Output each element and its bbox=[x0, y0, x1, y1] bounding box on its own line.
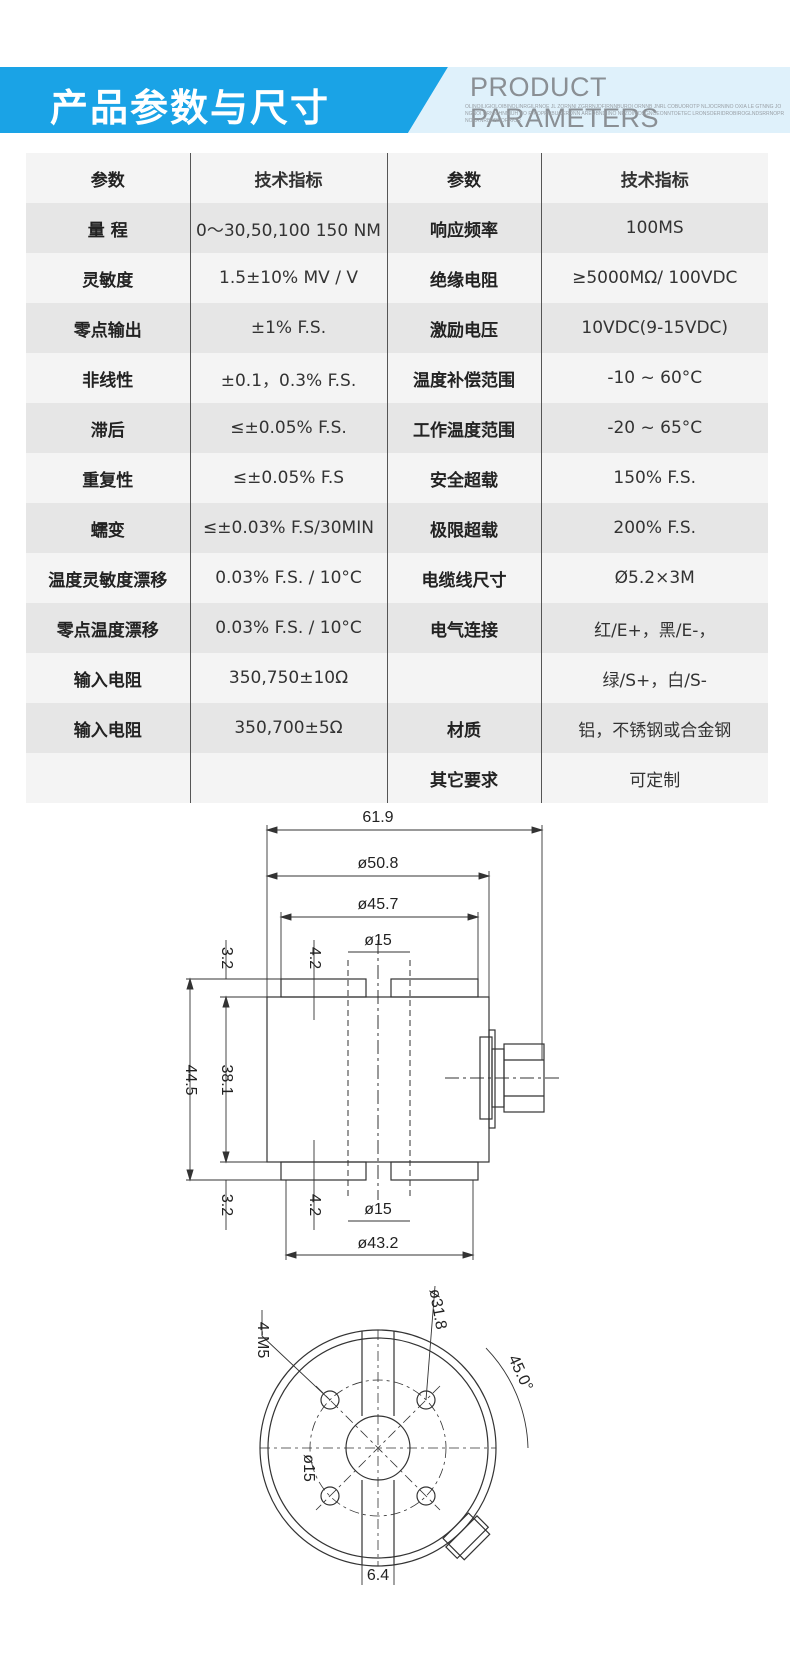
table-row: 零点输出 ±1% F.S. 激励电压 10VDC(9-15VDC) bbox=[26, 303, 768, 353]
dim-43-2: ø43.2 bbox=[358, 1235, 399, 1252]
param-name: 零点温度漂移 bbox=[26, 603, 191, 653]
page-title: 产品参数与尺寸 bbox=[50, 86, 331, 130]
table-row: 输入电阻 350,700±5Ω 材质 铝，不锈钢或合金钢 bbox=[26, 703, 768, 753]
table-header-row: 参数 技术指标 参数 技术指标 bbox=[26, 153, 768, 203]
page-subtitle-small: OLINOILIGIOLOIBINOLINRGILRNOE JL ZORNNI … bbox=[465, 104, 785, 124]
param-name: 滞后 bbox=[26, 403, 191, 453]
param-name: 温度灵敏度漂移 bbox=[26, 553, 191, 603]
connector-plate bbox=[488, 1029, 496, 1129]
param-value: 150% F.S. bbox=[541, 453, 768, 503]
param-value bbox=[190, 753, 388, 803]
table-row: 量 程 0～30,50,100 150 NM 响应频率 100MS bbox=[26, 203, 768, 253]
param-value: ≤±0.05% F.S bbox=[190, 453, 388, 503]
param-value: 100MS bbox=[541, 203, 768, 253]
dim-6-4: 6.4 bbox=[367, 1567, 389, 1584]
param-name: 温度补偿范围 bbox=[387, 353, 542, 403]
param-name bbox=[387, 653, 542, 703]
param-name: 非线性 bbox=[26, 353, 191, 403]
param-value: ±0.1，0.3% F.S. bbox=[190, 353, 388, 403]
param-name: 电气连接 bbox=[387, 603, 542, 653]
param-name: 极限超载 bbox=[387, 503, 542, 553]
param-name: 响应频率 bbox=[387, 203, 542, 253]
param-name bbox=[26, 753, 191, 803]
param-value: 10VDC(9-15VDC) bbox=[541, 303, 768, 353]
dim-50-8: ø50.8 bbox=[358, 855, 399, 872]
param-value: 350,700±5Ω bbox=[190, 703, 388, 753]
param-name: 输入电阻 bbox=[26, 653, 191, 703]
mount-hole bbox=[320, 1486, 340, 1506]
param-value: 200% F.S. bbox=[541, 503, 768, 553]
page-title-en: PRODUCT PARAMETERS bbox=[470, 72, 660, 133]
dim-15-top: ø15 bbox=[364, 932, 392, 949]
dim-3-2-top: 3.2 bbox=[218, 947, 235, 969]
dim-3-2-bottom: 3.2 bbox=[218, 1194, 235, 1216]
table-header-cell: 参数 bbox=[387, 153, 542, 203]
table-row: 输入电阻 350,750±10Ω 绿/S+，白/S- bbox=[26, 653, 768, 703]
dim-4-m5: 4-M5 bbox=[254, 1322, 271, 1359]
param-name: 零点输出 bbox=[26, 303, 191, 353]
dim-45-deg: 45.0° bbox=[504, 1352, 535, 1393]
table-row: 零点温度漂移 0.03% F.S. / 10°C 电气连接 红/E+，黑/E-， bbox=[26, 603, 768, 653]
table-row: 滞后 ≤±0.05% F.S. 工作温度范围 -20 ~ 65°C bbox=[26, 403, 768, 453]
mount-hole bbox=[416, 1390, 436, 1410]
param-value: Ø5.2×3M bbox=[541, 553, 768, 603]
table-header-cell: 参数 bbox=[26, 153, 191, 203]
param-value: 0～30,50,100 150 NM bbox=[190, 203, 388, 253]
param-name: 工作温度范围 bbox=[387, 403, 542, 453]
param-value: 绿/S+，白/S- bbox=[541, 653, 768, 703]
bottom-flange-right bbox=[390, 1161, 479, 1181]
dim-4-2-top: 4.2 bbox=[306, 947, 323, 969]
param-value: 铝，不锈钢或合金钢 bbox=[541, 703, 768, 753]
param-value: ≤±0.05% F.S. bbox=[190, 403, 388, 453]
param-name: 蠕变 bbox=[26, 503, 191, 553]
mount-hole bbox=[416, 1486, 436, 1506]
param-value: 0.03% F.S. / 10°C bbox=[190, 603, 388, 653]
parameters-table: 参数 技术指标 参数 技术指标 量 程 0～30,50,100 150 NM 响… bbox=[26, 153, 768, 803]
mount-hole bbox=[320, 1390, 340, 1410]
param-value: 可定制 bbox=[541, 753, 768, 803]
table-row: 非线性 ±0.1，0.3% F.S. 温度补偿范围 -10 ~ 60°C bbox=[26, 353, 768, 403]
param-value: 350,750±10Ω bbox=[190, 653, 388, 703]
dim-4-2-bottom: 4.2 bbox=[306, 1194, 323, 1216]
param-name: 重复性 bbox=[26, 453, 191, 503]
param-name: 输入电阻 bbox=[26, 703, 191, 753]
param-value: ≤±0.03% F.S/30MIN bbox=[190, 503, 388, 553]
param-value: ≥5000MΩ/ 100VDC bbox=[541, 253, 768, 303]
param-name: 绝缘电阻 bbox=[387, 253, 542, 303]
param-name: 安全超载 bbox=[387, 453, 542, 503]
param-value: ±1% F.S. bbox=[190, 303, 388, 353]
table-row: 灵敏度 1.5±10% MV / V 绝缘电阻 ≥5000MΩ/ 100VDC bbox=[26, 253, 768, 303]
param-value: -20 ~ 65°C bbox=[541, 403, 768, 453]
table-header-cell: 技术指标 bbox=[190, 153, 388, 203]
param-value: 0.03% F.S. / 10°C bbox=[190, 553, 388, 603]
dim-44-5: 44.5 bbox=[182, 1064, 199, 1095]
param-name: 电缆线尺寸 bbox=[387, 553, 542, 603]
dim-31-8: ø31.8 bbox=[426, 1288, 450, 1331]
header-banner bbox=[0, 67, 790, 133]
dim-38-1: 38.1 bbox=[218, 1064, 235, 1095]
table-row: 温度灵敏度漂移 0.03% F.S. / 10°C 电缆线尺寸 Ø5.2×3M bbox=[26, 553, 768, 603]
param-name: 其它要求 bbox=[387, 753, 542, 803]
bottom-flange-left bbox=[280, 1161, 367, 1181]
dim-45-7: ø45.7 bbox=[358, 896, 399, 913]
param-name: 灵敏度 bbox=[26, 253, 191, 303]
table-row: 其它要求 可定制 bbox=[26, 753, 768, 803]
dim-61-9: 61.9 bbox=[362, 809, 393, 826]
top-flange-left bbox=[280, 978, 367, 998]
table-header-cell: 技术指标 bbox=[541, 153, 768, 203]
param-name: 激励电压 bbox=[387, 303, 542, 353]
param-name: 材质 bbox=[387, 703, 542, 753]
param-name: 量 程 bbox=[26, 203, 191, 253]
dim-15-side: ø15 bbox=[300, 1454, 317, 1482]
param-value: 1.5±10% MV / V bbox=[190, 253, 388, 303]
table-row: 重复性 ≤±0.05% F.S 安全超载 150% F.S. bbox=[26, 453, 768, 503]
table-row: 蠕变 ≤±0.03% F.S/30MIN 极限超载 200% F.S. bbox=[26, 503, 768, 553]
dim-15-bottom: ø15 bbox=[364, 1201, 392, 1218]
param-value: 红/E+，黑/E-， bbox=[541, 603, 768, 653]
top-flange-right bbox=[390, 978, 479, 998]
param-value: -10 ~ 60°C bbox=[541, 353, 768, 403]
